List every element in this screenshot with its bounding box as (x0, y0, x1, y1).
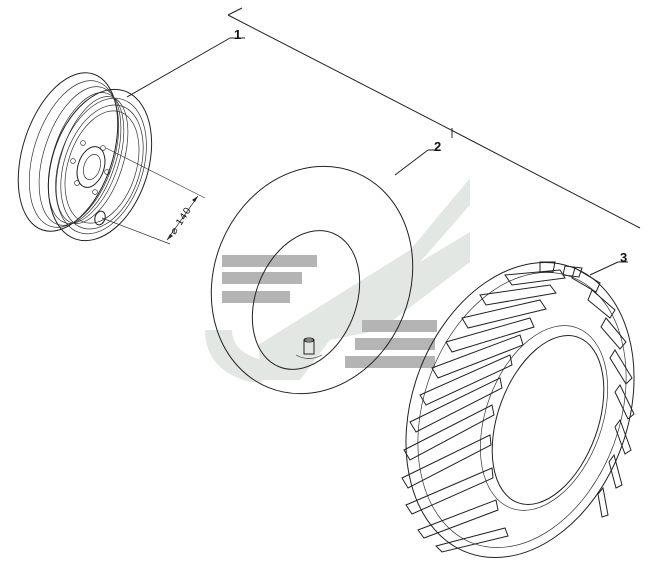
leader-lines (126, 7, 641, 276)
inner-tube (210, 165, 414, 395)
watermark-light-shape (258, 178, 470, 380)
tread-lugs (401, 269, 566, 553)
watermark-bar (222, 255, 317, 267)
wheel-rim (17, 72, 153, 242)
watermark-light-arc (205, 330, 262, 382)
watermark-bar (222, 272, 302, 284)
watermark-logo (205, 178, 470, 382)
callout-1: 1 (234, 27, 241, 42)
tractor-tyre (401, 261, 635, 559)
tread-lugs-right (571, 267, 635, 518)
watermark-bar (355, 338, 435, 350)
dimension-diameter: ⌀ 140 (101, 147, 206, 245)
watermark-bar (362, 320, 437, 332)
callout-2: 2 (434, 139, 441, 154)
callout-3: 3 (620, 250, 627, 265)
watermark-bar (222, 291, 290, 303)
watermark-bar (345, 356, 435, 368)
dimension-label: ⌀ 140 (168, 205, 194, 237)
